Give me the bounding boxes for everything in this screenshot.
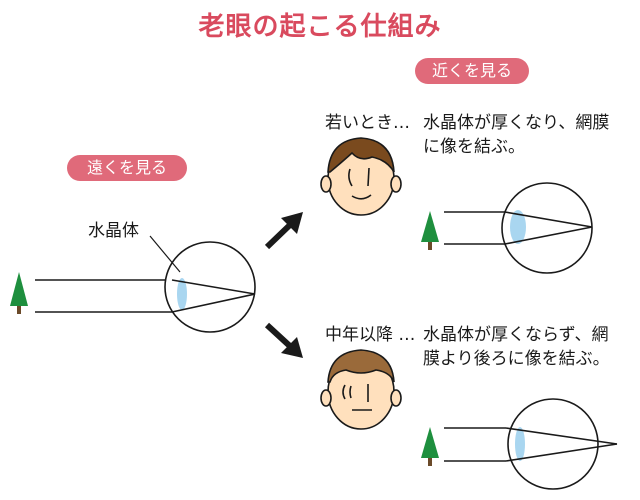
far-tree-icon [10, 272, 28, 314]
near-old-eye-diagram [444, 398, 618, 490]
young-caption-line2: に像を結ぶ。 [423, 137, 525, 157]
old-caption-head: 中年以降 … [325, 325, 416, 345]
far-view-label: 遠くを見る [67, 155, 187, 181]
old-caption-line1: 水晶体が厚くならず、網 [423, 325, 609, 345]
arrow-up-right-icon [264, 212, 303, 250]
old-face-icon [320, 349, 402, 430]
near-young-tree-icon [421, 211, 439, 250]
young-caption-head: 若いとき… [325, 113, 410, 133]
page-title: 老眼の起こる仕組み [198, 12, 442, 42]
near-young-eye-diagram [444, 182, 593, 274]
lens-label: 水晶体 [88, 221, 139, 241]
lens-pointer [149, 235, 181, 273]
near-view-label: 近くを見る [415, 58, 529, 84]
near-old-tree-icon [421, 427, 439, 466]
old-caption-line2: 膜より後ろに像を結ぶ。 [423, 349, 610, 369]
young-face-icon [320, 137, 402, 216]
young-caption-line1: 水晶体が厚くなり、網膜 [423, 113, 610, 133]
arrow-down-right-icon [264, 322, 303, 358]
far-eye-diagram [35, 241, 256, 333]
